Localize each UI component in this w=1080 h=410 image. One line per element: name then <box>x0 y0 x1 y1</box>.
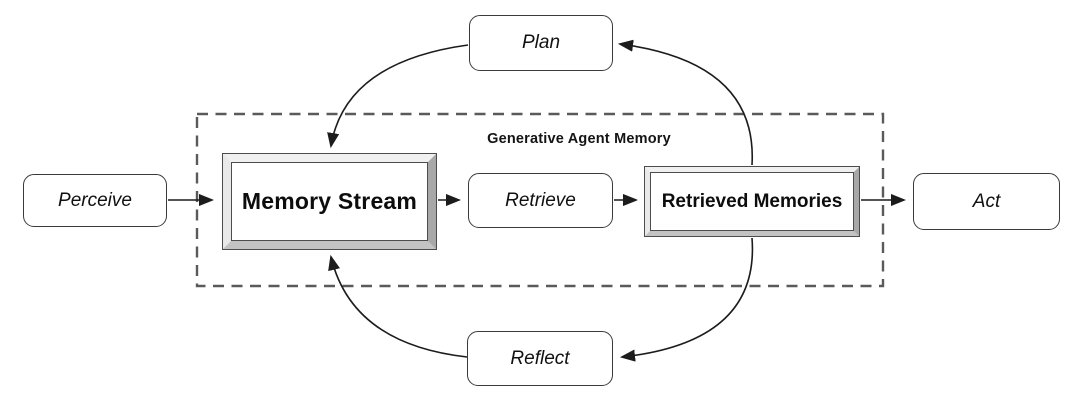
node-retrieve: Retrieve <box>468 173 613 228</box>
region-label-generative-agent-memory: Generative Agent Memory <box>487 131 671 147</box>
arrow-retrieved-memories-to-reflect <box>619 237 754 362</box>
arrow-plan-to-memory-stream <box>327 44 469 149</box>
memory-stream-label-box: Memory Stream <box>231 162 428 241</box>
node-act-label: Act <box>972 190 1001 212</box>
node-plan-label: Plan <box>521 32 561 53</box>
node-retrieved-memories: Retrieved Memories <box>644 166 860 237</box>
node-memory-stream: Memory Stream <box>222 153 437 250</box>
node-retrieved-memories-label: Retrieved Memories <box>661 190 843 212</box>
node-reflect: Reflect <box>467 331 613 386</box>
node-retrieve-label: Retrieve <box>505 189 576 211</box>
arrow-reflect-to-memory-stream <box>328 254 468 358</box>
arrow-retrieved-memories-to-plan <box>617 39 753 166</box>
retrieved-memories-bevel-frame: Retrieved Memories <box>645 167 859 236</box>
node-perceive-label: Perceive <box>58 189 132 211</box>
node-memory-stream-label: Memory Stream <box>241 188 418 214</box>
memory-stream-bevel-frame: Memory Stream <box>223 154 436 249</box>
retrieved-memories-label-box: Retrieved Memories <box>650 172 854 231</box>
node-act: Act <box>913 173 1060 230</box>
node-perceive: Perceive <box>23 174 167 227</box>
node-reflect-label: Reflect <box>510 347 570 369</box>
node-plan: Plan <box>469 15 613 71</box>
